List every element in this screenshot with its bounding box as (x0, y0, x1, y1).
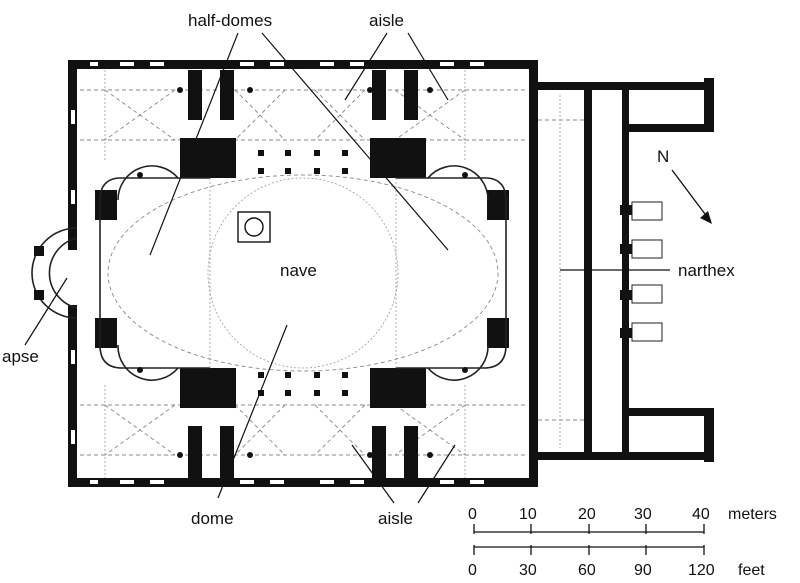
nave-structure (95, 70, 509, 478)
scale-meters-unit: meters (728, 506, 777, 523)
outer-walls (68, 60, 538, 487)
label-narthex: narthex (678, 261, 735, 280)
scale-meters-tick-40: 40 (692, 506, 710, 523)
scale-feet-tick-90: 90 (634, 562, 652, 579)
scale-meters-tick-20: 20 (578, 506, 596, 523)
scale-bar-meters: 0 10 20 30 40 meters (468, 506, 777, 534)
scale-feet-tick-120: 120 (688, 562, 715, 579)
label-apse: apse (2, 347, 39, 366)
scale-bar-feet: 0 30 60 90 120 feet (468, 545, 765, 579)
scale-feet-unit: feet (738, 562, 765, 579)
scale-feet-tick-60: 60 (578, 562, 596, 579)
label-aisle-bottom: aisle (378, 509, 413, 528)
scale-feet-tick-30: 30 (519, 562, 537, 579)
label-half-domes: half-domes (188, 11, 272, 30)
label-nave: nave (280, 261, 317, 280)
leader-lines (24, 32, 670, 504)
label-north: N (657, 147, 669, 166)
scale-meters-tick-10: 10 (519, 506, 537, 523)
north-arrow (671, 169, 712, 224)
label-aisle-top: aisle (369, 11, 404, 30)
scale-feet-tick-0: 0 (468, 562, 477, 579)
scale-meters-tick-30: 30 (634, 506, 652, 523)
scale-meters-tick-0: 0 (468, 506, 477, 523)
apse-structure (31, 227, 78, 319)
narthex-structure (529, 78, 714, 462)
label-dome: dome (191, 509, 234, 528)
aisle-vaulting (80, 70, 525, 478)
